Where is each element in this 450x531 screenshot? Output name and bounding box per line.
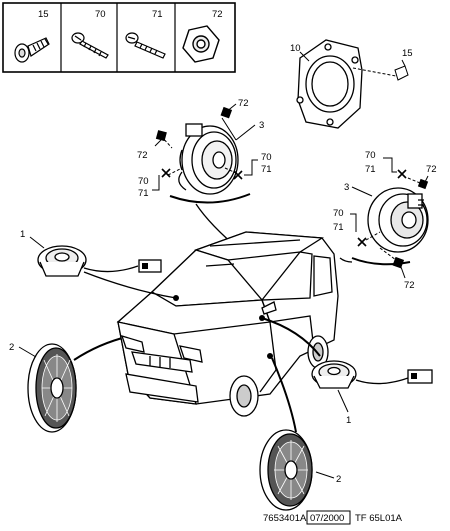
callout-left-door-speaker: 2 [9, 342, 14, 353]
nut-right-bottom [392, 256, 405, 269]
parts-ref-71: 71 [152, 9, 163, 20]
vehicle-illustration [116, 231, 339, 417]
callout-screw-mid-70: 70 [261, 152, 272, 163]
callout-screw-right-low-70: 70 [333, 208, 344, 219]
callout-bracket: 10 [290, 43, 301, 54]
callout-screw-right-top-70: 70 [365, 150, 376, 161]
self-tapping-screw-icon [71, 32, 109, 59]
callout-bracket-rivet: 15 [402, 48, 413, 59]
right-tweeter-connector [407, 369, 433, 384]
callout-nut-right-top: 72 [426, 164, 437, 175]
parts-ref-72: 72 [212, 9, 223, 20]
callout-left-tweeter: 1 [20, 229, 25, 240]
drawing-date: 07/2000 [310, 513, 344, 524]
reference-code: TF 65L01A [355, 513, 403, 524]
parts-table: 15 70 71 72 [2, 2, 236, 73]
callout-rear-left: 3 [259, 120, 264, 131]
nut-left [155, 130, 167, 142]
callout-screw-mid-71: 71 [261, 164, 272, 175]
flange-screw-icon [125, 32, 166, 59]
right-door-speaker [259, 429, 313, 511]
callout-nut-top: 72 [238, 98, 249, 109]
mounting-bracket [296, 39, 363, 129]
rear-speaker-left [178, 123, 239, 195]
callout-screw-right-low-71: 71 [333, 222, 344, 233]
parts-ref-15: 15 [38, 9, 49, 20]
callout-screw-left-71: 71 [138, 188, 149, 199]
right-tweeter [311, 360, 357, 389]
bracket-rivet [394, 65, 409, 81]
nut-right-top [417, 178, 429, 190]
parts-ref-70: 70 [95, 9, 106, 20]
callout-right-door-speaker: 2 [336, 474, 341, 485]
hex-nut-icon [182, 25, 220, 63]
expansion-rivet-icon [14, 37, 50, 63]
footer: 7653401A 07/2000 TF 65L01A [263, 510, 403, 525]
callout-screw-right-top-71: 71 [365, 164, 376, 175]
left-tweeter [37, 245, 87, 277]
left-tweeter-connector [138, 259, 162, 273]
callout-screw-left-70: 70 [138, 176, 149, 187]
callout-rear-right: 3 [344, 182, 349, 193]
left-door-speaker [27, 343, 77, 433]
callout-nut-right-bottom: 72 [404, 280, 415, 291]
callout-right-tweeter: 1 [346, 415, 351, 426]
drawing-number: 7653401A [263, 513, 307, 524]
callout-nut-left: 72 [137, 150, 148, 161]
rear-speaker-right [367, 187, 429, 253]
